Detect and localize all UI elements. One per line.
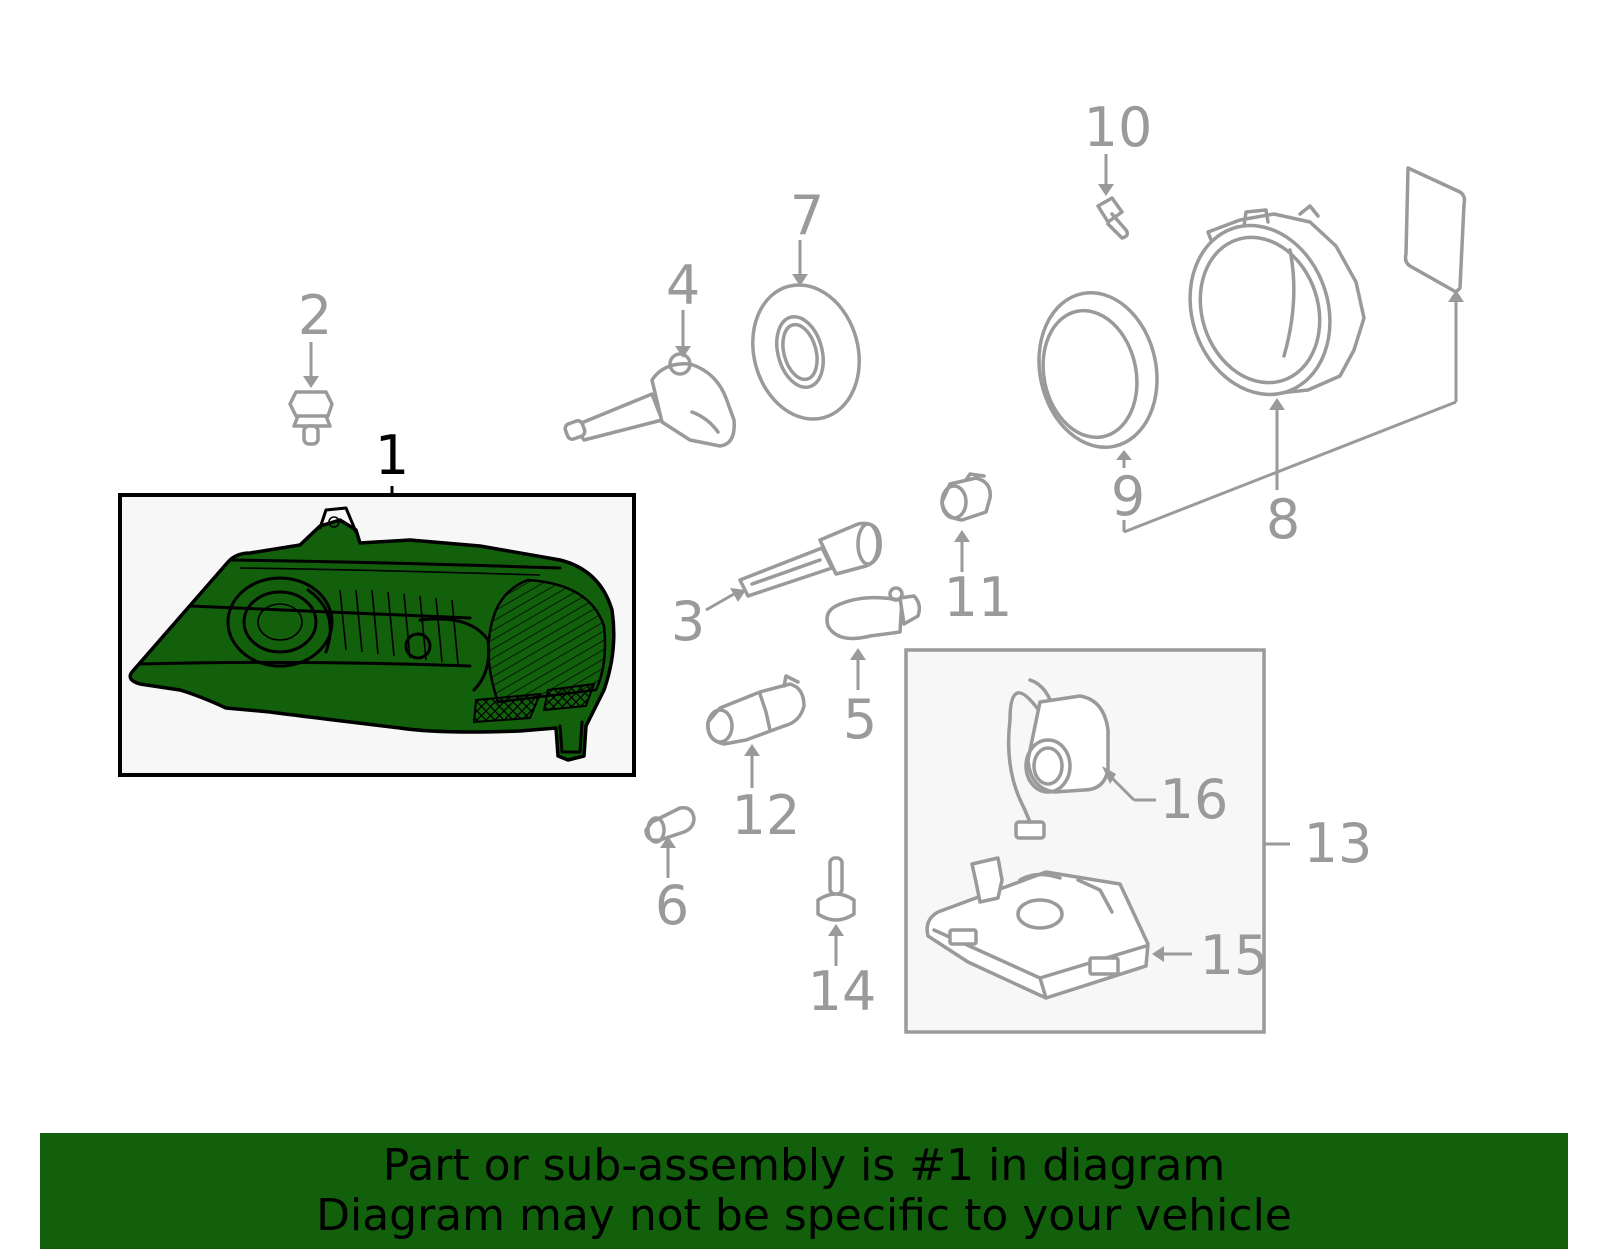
part-7-seal[interactable] (738, 273, 874, 431)
callout-13[interactable]: 13 (1304, 812, 1373, 875)
callout-10-arrow (1098, 184, 1114, 196)
part-14-bolt[interactable] (816, 856, 856, 922)
part-2-bolt[interactable] (288, 390, 334, 446)
callout-2-arrow (303, 376, 319, 388)
banner-line-2: Diagram may not be specific to your vehi… (316, 1190, 1292, 1241)
part-5-bulb[interactable] (825, 586, 922, 641)
info-banner: Part or sub-assembly is #1 in diagram Di… (40, 1133, 1568, 1249)
callout-8[interactable]: 8 (1266, 488, 1300, 551)
callout-11[interactable]: 11 (944, 566, 1013, 629)
part-4-bulb[interactable] (563, 352, 736, 448)
banner-line-1: Part or sub-assembly is #1 in diagram (382, 1140, 1226, 1191)
callout-6[interactable]: 6 (655, 874, 689, 937)
part-9-ring[interactable] (1025, 282, 1171, 459)
part-3-hid-bulb[interactable] (738, 521, 882, 598)
part-15-ballast[interactable] (925, 856, 1150, 1000)
callout-5[interactable]: 5 (843, 688, 877, 751)
part-12-socket[interactable] (706, 674, 806, 746)
part-11-socket[interactable] (940, 472, 992, 522)
callout-2[interactable]: 2 (298, 284, 332, 347)
callout-14-arrow (828, 924, 844, 936)
part-8-gasket[interactable] (1403, 166, 1467, 294)
callout-16[interactable]: 16 (1160, 768, 1229, 831)
part-6-bulb[interactable] (644, 805, 696, 844)
headlight-assembly[interactable] (128, 506, 616, 762)
callout-5-arrow (850, 648, 866, 660)
callout-4[interactable]: 4 (666, 254, 700, 317)
callout-12-arrow (744, 744, 760, 756)
callout-12[interactable]: 12 (732, 784, 801, 847)
callout-7[interactable]: 7 (790, 184, 824, 247)
callout-4-arrow (675, 346, 691, 358)
part-16-igniter[interactable] (1006, 678, 1110, 840)
callout-3-arrow (730, 588, 746, 602)
callout-9[interactable]: 9 (1111, 465, 1145, 528)
callout-7-arrow (792, 274, 808, 286)
callout-15[interactable]: 15 (1200, 924, 1269, 987)
callout-1[interactable]: 1 (375, 424, 409, 487)
callout-6-arrow (660, 836, 676, 848)
part-8-cover[interactable] (1169, 204, 1366, 413)
callout-16-arrow (1102, 766, 1116, 784)
callout-14[interactable]: 14 (808, 960, 877, 1023)
callout-3[interactable]: 3 (671, 590, 705, 653)
callout-11-arrow (954, 530, 970, 542)
part-10-screw[interactable] (1096, 196, 1130, 240)
callout-8-9-bracket (1116, 290, 1464, 534)
callout-15-arrow (1152, 946, 1164, 962)
callout-3-leader (705, 592, 735, 612)
callout-10[interactable]: 10 (1084, 96, 1153, 159)
